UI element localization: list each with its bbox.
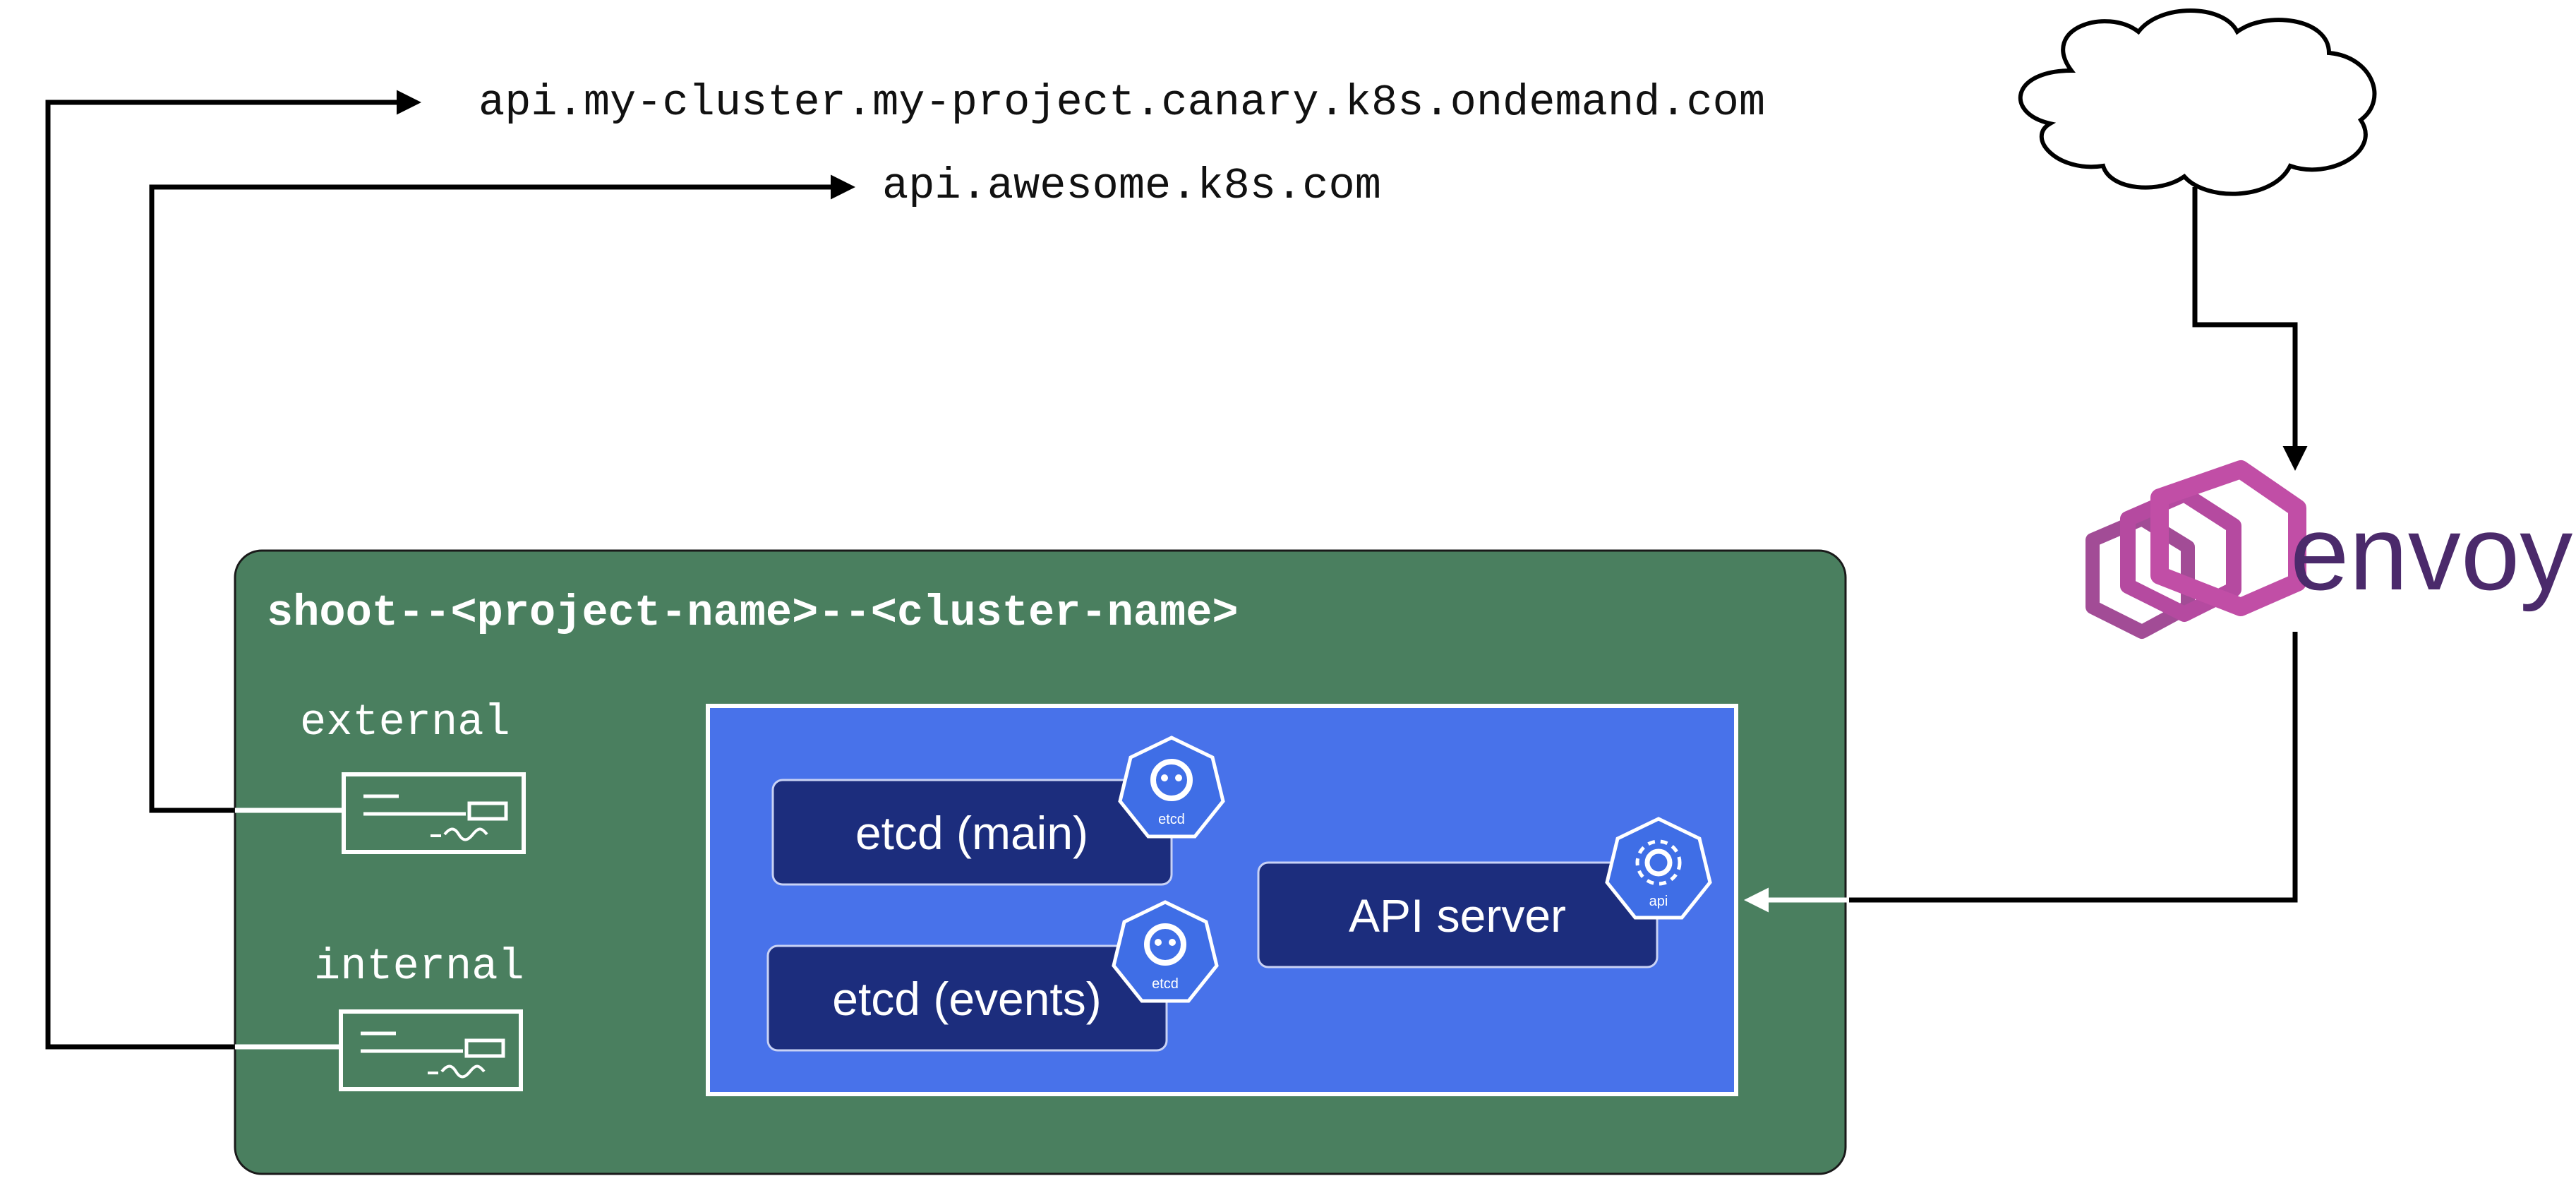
internal-certificate-icon[interactable]	[235, 1009, 523, 1091]
external-cert-label: external	[300, 697, 510, 748]
etcd-events-badge-icon: etcd	[1112, 900, 1219, 1003]
hostname-primary: api.my-cluster.my-project.canary.k8s.ond…	[479, 78, 1765, 128]
etcd-main-badge-label: etcd	[1158, 812, 1185, 827]
connector-envoy-to-api-server	[1849, 632, 2298, 903]
internal-cert-label: internal	[314, 942, 524, 992]
connector-internal-to-primary	[45, 90, 421, 1050]
envoy-wordmark: envoy	[2290, 493, 2572, 612]
etcd-main-node[interactable]: etcd (main)	[771, 779, 1173, 886]
etcd-events-label: etcd (events)	[832, 973, 1102, 1025]
hostname-secondary: api.awesome.k8s.com	[882, 161, 1381, 211]
etcd-main-badge-icon: etcd	[1118, 736, 1225, 839]
connector-cloud-to-envoy	[2192, 187, 2308, 471]
etcd-main-label: etcd (main)	[855, 807, 1088, 859]
api-server-label: API server	[1349, 889, 1566, 942]
api-server-badge-icon: api	[1605, 817, 1712, 920]
api-server-node[interactable]: API server	[1257, 861, 1659, 968]
envoy-hex-front	[2150, 460, 2306, 616]
etcd-events-node[interactable]: etcd (events)	[766, 944, 1168, 1052]
connector-external-to-secondary	[149, 174, 855, 813]
envoy-logo: envoy	[2086, 460, 2572, 639]
api-server-badge-label: api	[1649, 894, 1668, 909]
etcd-events-badge-label: etcd	[1152, 976, 1179, 992]
external-certificate-icon[interactable]	[235, 772, 526, 854]
cloud-icon	[2018, 8, 2377, 196]
namespace-title: shoot--<project-name>--<cluster-name>	[267, 588, 1239, 638]
